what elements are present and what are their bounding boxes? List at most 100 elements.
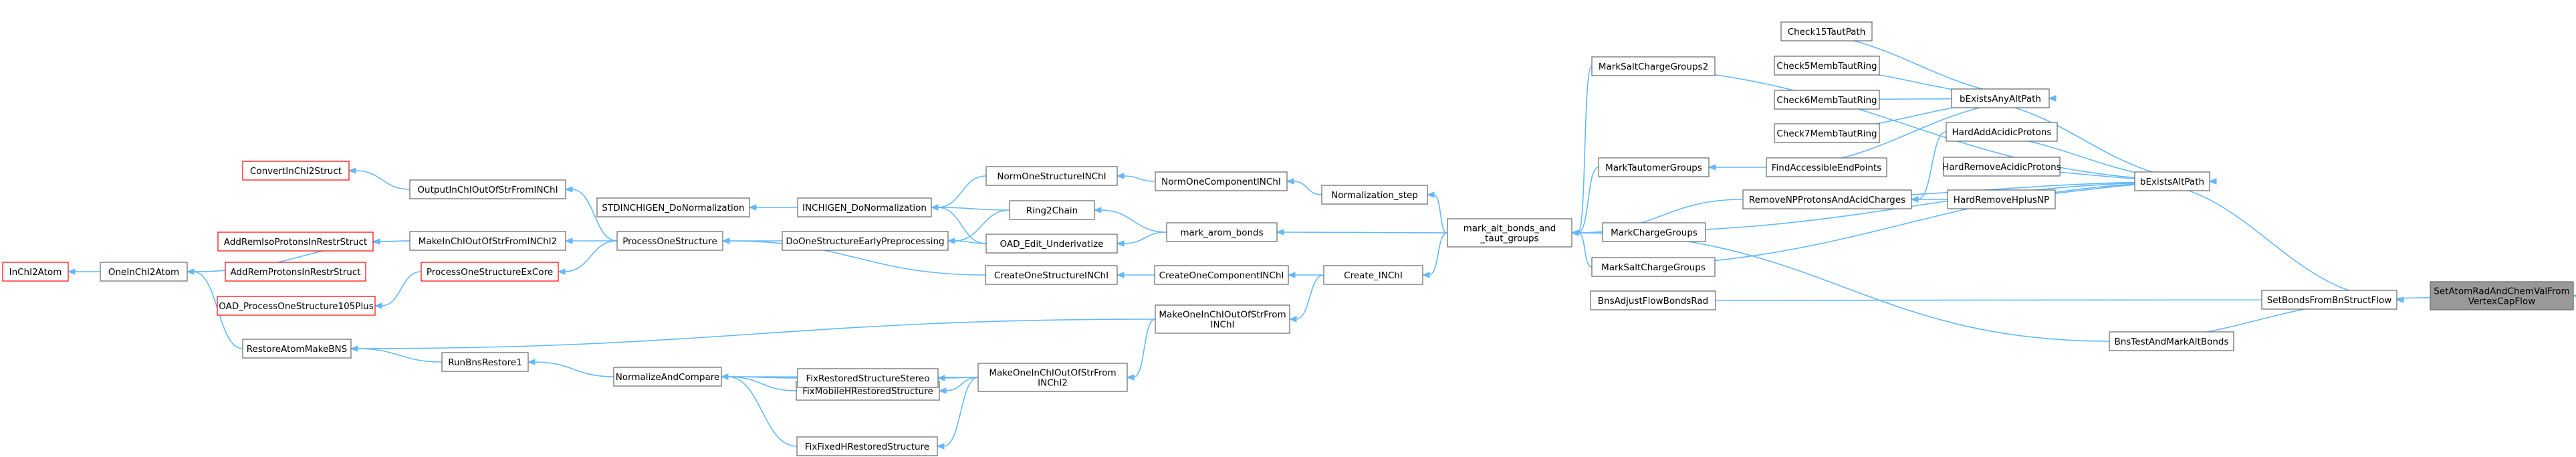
node-label: BnsAdjustFlowBondsRad [1598,296,1708,306]
edge-arrow [1570,167,1599,236]
edge-arrow [1276,229,1448,236]
node-oneinchi2atom[interactable]: OneInChI2Atom [100,262,188,282]
edge-arrow [1570,66,1593,236]
node-bexistsaltpath[interactable]: bExistsAltPath [2134,171,2210,191]
edge-arrow [930,175,987,211]
node-label: Check7MembTautRing [1776,128,1877,139]
node-label: MarkSaltChargeGroups2 [1599,62,1708,72]
node-normalizationstep[interactable]: Normalization_step [1321,185,1428,205]
node-bnsadjustflowbondsrad[interactable]: BnsAdjustFlowBondsRad [1590,290,1716,310]
node-label: MakeInChIOutOfStrFromINChI2 [419,236,557,247]
node-check7[interactable]: Check7MembTautRing [1774,123,1880,143]
node-label: RemoveNPProtonsAndAcidCharges [1749,195,1905,205]
node-fixrestoredstereo[interactable]: FixRestoredStructureStereo [797,368,939,388]
node-normonestructure[interactable]: NormOneStructureINChI [985,166,1118,186]
node-marksaltchargegroups[interactable]: MarkSaltChargeGroups [1591,257,1716,277]
node-processonestructure[interactable]: ProcessOneStructure [616,231,723,251]
node-inchi2atom[interactable]: InChI2Atom [2,262,69,282]
node-normonecomponent[interactable]: NormOneComponentINChI [1155,171,1288,191]
edge-arrow [720,373,798,447]
node-label: HardRemoveAcidicProtons [1942,162,2061,173]
node-fixfixedh[interactable]: FixFixedHRestoredStructure [796,436,938,456]
node-label: INCHIGEN_DoNormalization [802,203,927,213]
edge-arrow [374,271,422,309]
node-findaccessible[interactable]: FindAccessibleEndPoints [1766,157,1887,177]
node-label: INChI [1210,320,1234,331]
node-label: OneInChI2Atom [108,267,179,278]
node-check15[interactable]: Check15TautPath [1780,21,1873,41]
node-inchigen-donorm[interactable]: INCHIGEN_DoNormalization [797,197,932,217]
node-bexistsanyaltpath[interactable]: bExistsAnyAltPath [1951,88,2050,108]
node-removenpprotons[interactable]: RemoveNPProtonsAndAcidCharges [1742,189,1912,209]
node-label: MarkSaltChargeGroups [1601,262,1706,273]
node-label: ConvertInChI2Struct [250,166,342,177]
node-marktautomergroups[interactable]: MarkTautomerGroups [1598,157,1710,177]
node-addremprotons[interactable]: AddRemProtonsInRestrStruct [225,262,366,282]
edge-arrow [1093,207,1167,233]
edge-arrow [721,238,986,276]
node-runbnsrestore1[interactable]: RunBnsRestore1 [441,352,529,372]
node-doonestructure[interactable]: DoOneStructureEarlyPreprocessing [782,231,949,251]
node-oad-edit[interactable]: OAD_Edit_Underivatize [985,234,1118,254]
edge-arrow [1116,173,1156,182]
node-ring2chain[interactable]: Ring2Chain [1009,200,1095,220]
node-label: BnsTestAndMarkAltBonds [2114,337,2228,347]
edge-arrow [937,375,979,381]
node-oad-process105[interactable]: OAD_ProcessOneStructure105Plus [217,296,376,316]
edge-arrow [1421,232,1448,278]
edge-arrow [936,377,979,450]
edge-arrow [930,204,1010,211]
node-label: ProcessOneStructureExCore [427,267,553,278]
node-label: OutputInChIOutOfStrFromINChI [417,185,558,195]
node-label: Create_INChI [1344,270,1403,281]
node-label: mark_arom_bonds [1180,227,1263,238]
node-label: INChI2 [1038,378,1068,389]
node-hardaddacidic[interactable]: HardAddAcidicProtons [1946,122,2058,142]
node-restoreatommakebns[interactable]: RestoreAtomMakeBNS [242,339,352,359]
node-check5[interactable]: Check5MembTautRing [1774,56,1880,76]
node-label: MakeOneInChIOutOfStrFrom [1159,310,1286,321]
node-check6[interactable]: Check6MembTautRing [1774,90,1880,110]
edge-arrow [748,204,798,211]
node-label: FixRestoredStructureStereo [806,373,929,384]
node-markchargegroups[interactable]: MarkChargeGroups [1602,222,1706,242]
edge-arrow [1287,272,1324,278]
node-label: Ring2Chain [1026,205,1078,216]
edge-arrow [1286,178,1322,195]
node-hardremovehplus[interactable]: HardRemoveHplusNP [1947,189,2056,209]
node-stdinchigen[interactable]: STDINCHIGEN_DoNormalization [596,197,750,217]
node-hardremoveacidic[interactable]: HardRemoveAcidicProtons [1942,157,2061,177]
node-label: NormOneStructureINChI [997,171,1106,182]
edge-arrow [1116,272,1155,278]
node-bnstestandmark[interactable]: BnsTestAndMarkAltBonds [2109,331,2234,351]
edge-arrow [1910,196,1948,203]
edge-arrow [350,318,1156,352]
node-markaromabonds[interactable]: mark_arom_bonds [1166,222,1278,242]
node-label: InChI2Atom [9,267,62,278]
node-makeinchioutofstr2[interactable]: MakeInChIOutOfStrFromINChI2 [409,231,566,251]
node-addremiso[interactable]: AddRemIsoProtonsInRestrStruct [217,232,374,252]
node-createonecomponent[interactable]: CreateOneComponentINChI [1154,265,1289,285]
node-processonestructureexcore[interactable]: ProcessOneStructureExCore [421,262,559,282]
node-normalizeandcompare[interactable]: NormalizeAndCompare [613,367,722,387]
edge-arrow [2134,181,2404,303]
edge-arrow [67,268,100,275]
node-createonestructure[interactable]: CreateOneStructureINChI [985,265,1118,285]
node-outputinchioutofstr[interactable]: OutputInChIOutOfStrFromINChI [409,179,566,199]
node-setbondsfrombnstructflow[interactable]: SetBondsFromBnStructFlow [2261,290,2397,310]
node-markaltbonds[interactable]: mark_alt_bonds_and_taut_groups [1447,218,1572,248]
edge-arrow [557,240,618,275]
edge-arrow [947,238,987,244]
node-marksaltchargegroups2[interactable]: MarkSaltChargeGroups2 [1591,56,1716,76]
node-convertinchi2struct[interactable]: ConvertInChI2Struct [242,161,350,181]
edge-arrow [1708,164,1766,171]
node-label: SetBondsFromBnStructFlow [2267,295,2392,306]
node-label: SetAtomRadAndChemValFrom [2434,286,2569,297]
node-createinchi[interactable]: Create_INChI [1323,265,1423,285]
node-label: Normalization_step [1331,190,1418,201]
edge-arrow [1126,318,1156,381]
